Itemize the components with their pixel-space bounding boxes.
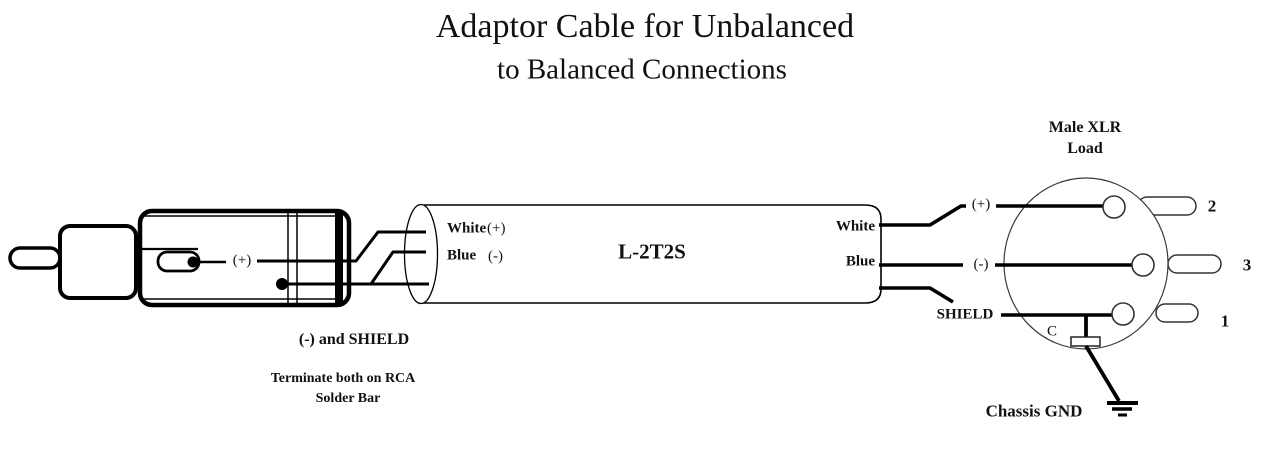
cable-left-blue-label: Blue xyxy=(447,247,477,264)
xlr-pin3-contact xyxy=(1131,253,1155,277)
xlr-cold-label: (-) xyxy=(973,256,989,273)
xlr-pin3-number: 3 xyxy=(1242,255,1252,275)
cable-right-blue-label: Blue xyxy=(845,253,875,270)
rca-terminate-note-line2: Solder Bar xyxy=(315,391,381,406)
xlr-shield-label: SHIELD xyxy=(936,306,994,323)
cable-to-xlr-wires xyxy=(879,204,966,304)
rca-to-cable-wires xyxy=(199,230,429,286)
capacitor-label: C xyxy=(1046,323,1058,340)
xlr-connector xyxy=(995,177,1222,350)
xlr-heading-line2: Load xyxy=(1067,140,1103,157)
shield-wire-right xyxy=(879,286,954,304)
rca-terminate-note-line1: Terminate both on RCA xyxy=(270,371,416,386)
cable-cylinder xyxy=(424,204,882,304)
rca-collar xyxy=(58,224,138,300)
cable-model-label: L-2T2S xyxy=(618,239,686,264)
rca-center-pin-label: (+) xyxy=(232,252,252,269)
capacitor-lead-to-ground xyxy=(1084,345,1121,402)
cold-wire-to-blue xyxy=(369,250,426,285)
xlr-pin2-number: 2 xyxy=(1207,196,1217,216)
cable-end-ellipse xyxy=(403,203,439,305)
chassis-ground-label: Chassis GND xyxy=(985,401,1083,421)
xlr-pin1-number: 1 xyxy=(1220,311,1230,331)
hot-wire-to-white xyxy=(257,230,426,263)
chassis-ground-icon xyxy=(1107,401,1138,417)
capacitor-box xyxy=(1070,336,1101,347)
white-wire-right xyxy=(879,204,966,227)
diagram-title-line1: Adaptor Cable for Unbalanced xyxy=(435,8,855,45)
diagram-title-line2: to Balanced Connections xyxy=(497,53,787,86)
cable-left-blue-sign: (-) xyxy=(488,248,503,265)
capacitor-symbol xyxy=(1070,315,1121,402)
xlr-hot-label: (+) xyxy=(971,196,991,213)
xlr-pin1-contact xyxy=(1111,302,1135,326)
xlr-pin2-contact xyxy=(1102,195,1126,219)
rca-center-pin-solder-dot xyxy=(187,256,199,268)
xlr-prong-pin1 xyxy=(1155,303,1199,323)
rca-solder-note: (-) and SHIELD xyxy=(298,331,410,348)
cable-body xyxy=(403,203,882,305)
cable-left-white-label: White xyxy=(447,220,487,237)
rca-plug xyxy=(8,208,352,308)
cable-left-white-sign: (+) xyxy=(487,220,506,237)
cable-right-white-label: White xyxy=(835,218,875,235)
rca-pin-tip xyxy=(8,246,62,270)
xlr-heading-line1: Male XLR xyxy=(1048,119,1122,136)
xlr-prong-pin3 xyxy=(1167,254,1222,274)
